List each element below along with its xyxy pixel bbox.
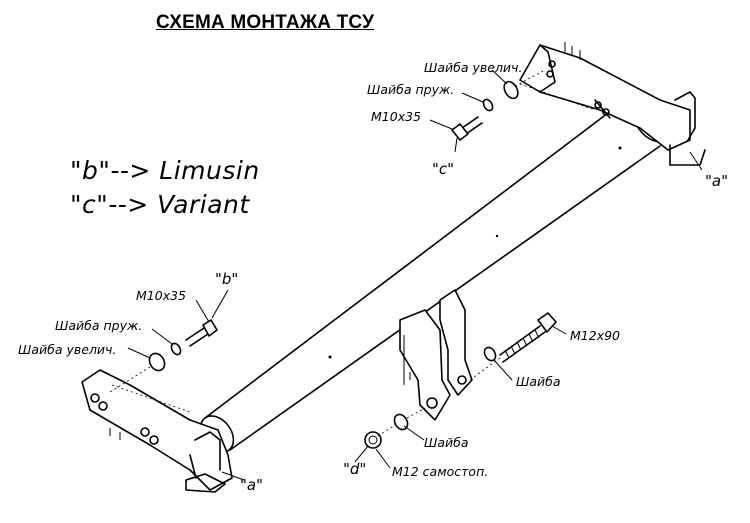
mark-b: "b" bbox=[215, 270, 239, 288]
left-fasteners bbox=[109, 319, 218, 393]
hitch-fasteners bbox=[364, 346, 497, 449]
label-washer-right: Шайба bbox=[516, 374, 561, 389]
label-top-bolt: M10x35 bbox=[371, 109, 421, 124]
top-fasteners bbox=[451, 69, 546, 141]
mark-a-bottom: "a" bbox=[240, 476, 263, 494]
bolt-m12x90 bbox=[469, 312, 557, 381]
label-washer-lower: Шайба bbox=[424, 435, 469, 450]
label-left-washer-large: Шайба увелич. bbox=[18, 342, 117, 357]
right-mounting-bracket bbox=[519, 42, 706, 166]
leader-lines bbox=[127, 69, 703, 481]
label-bolt-m12x90: M12x90 bbox=[570, 328, 620, 343]
mark-a-right: "a" bbox=[705, 172, 728, 190]
label-top-washer-large: Шайба увелич. bbox=[424, 60, 523, 75]
mark-d: "d" bbox=[343, 460, 367, 478]
page-title: СХЕМА МОНТАЖА ТСУ bbox=[156, 12, 375, 33]
legend-c-variant: "c"--> Variant bbox=[70, 190, 250, 219]
hitch-mounting-plates bbox=[399, 289, 473, 421]
label-top-washer-spring: Шайба пруж. bbox=[367, 82, 455, 97]
label-left-bolt: M10x35 bbox=[136, 288, 186, 303]
left-mounting-bracket bbox=[81, 369, 233, 493]
label-nut-m12: M12 самостоп. bbox=[392, 464, 489, 479]
label-left-washer-spring: Шайба пруж. bbox=[55, 318, 143, 333]
mark-c: "c" bbox=[432, 160, 455, 178]
legend-b-limusin: "b"--> Limusin bbox=[70, 156, 260, 185]
